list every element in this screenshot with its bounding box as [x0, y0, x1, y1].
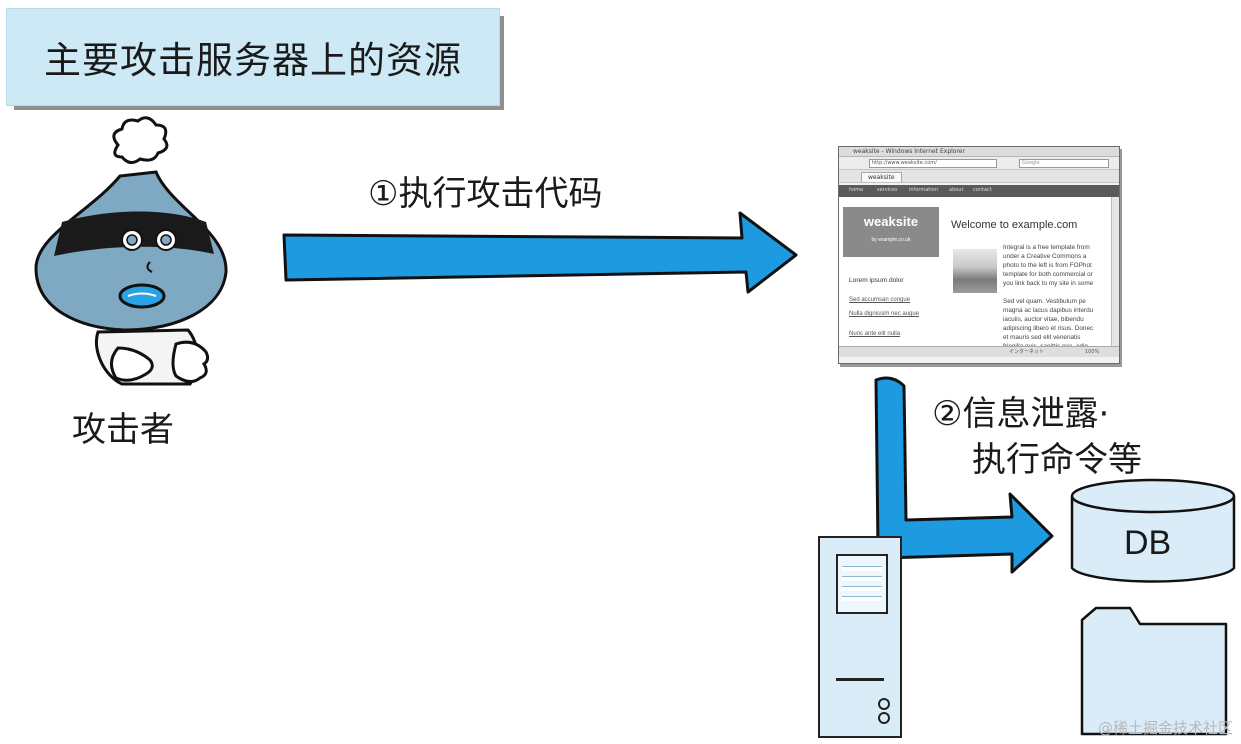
- db-label: DB: [1124, 524, 1171, 563]
- site-photo: [953, 249, 997, 293]
- browser-page-body: weaksite by example.co.uk Welcome to exa…: [839, 197, 1119, 357]
- browser-titlebar: weaksite - Windows Internet Explorer: [839, 147, 1119, 157]
- site-nav-item: services: [877, 187, 898, 193]
- site-logo-subtext: by example.co.uk: [843, 237, 939, 243]
- body-line: et mauris sed elit venenatis: [1003, 333, 1093, 342]
- browser-url-field: http://www.weaksite.com/: [869, 159, 997, 168]
- server-slot: [842, 576, 882, 581]
- server-slot: [842, 566, 882, 571]
- intro-line: under a Creative Commons a: [1003, 252, 1093, 261]
- browser-address-bar: http://www.weaksite.com/ Google: [839, 157, 1119, 170]
- body-line: adipiscing libero et risus. Donec: [1003, 324, 1093, 333]
- folder-icon: [1082, 608, 1226, 734]
- site-nav-item: information: [909, 187, 938, 193]
- status-zoom: 100%: [1085, 347, 1099, 357]
- step2-label-line2: 执行命令等: [972, 432, 1142, 481]
- body-line: Sed vel quam. Vestibulum pe: [1003, 297, 1093, 306]
- browser-scrollbar: [1111, 197, 1119, 357]
- site-sidebar-link: Nunc ante elit nulla: [849, 331, 900, 337]
- attacker-label: 攻击者: [72, 402, 174, 451]
- server-slot: [842, 596, 882, 601]
- step1-label: ①执行攻击代码: [368, 166, 602, 215]
- site-nav-item: contact: [973, 187, 992, 193]
- browser-tabbar: weaksite: [839, 170, 1119, 183]
- intro-line: template for both commercial or: [1003, 270, 1093, 279]
- server-slot: [842, 586, 882, 591]
- intro-line: photo to the left is from FOPhot: [1003, 261, 1093, 270]
- site-sidebar-link: Sed accumsan congue: [849, 297, 910, 303]
- browser-search-field: Google: [1019, 159, 1109, 168]
- browser-statusbar: インターネット 100%: [839, 346, 1119, 357]
- server-button: [878, 698, 890, 710]
- body-line: magna ac lacus dapibus interdu: [1003, 306, 1093, 315]
- site-welcome-heading: Welcome to example.com: [951, 219, 1077, 231]
- site-body-text: Sed vel quam. Vestibulum pe magna ac lac…: [1003, 297, 1093, 351]
- attacker-icon: [36, 118, 226, 384]
- attack-arrow: [284, 213, 796, 292]
- browser-tab: weaksite: [861, 172, 902, 182]
- browser-window: weaksite - Windows Internet Explorer htt…: [838, 146, 1120, 364]
- server-drive-bar: [836, 678, 884, 681]
- site-nav: home services information about contact: [839, 185, 1119, 197]
- body-line: iaculis, auctor vitae, bibendu: [1003, 315, 1093, 324]
- site-sidebar-link: Nulla dignissim nec augue: [849, 311, 919, 317]
- site-sidebar-heading: Lorem ipsum dolor: [849, 277, 904, 284]
- step2-label-line1: ②信息泄露·: [932, 386, 1109, 435]
- server-button: [878, 712, 890, 724]
- server-panel: [836, 554, 888, 614]
- site-nav-item: home: [849, 187, 863, 193]
- status-zone: インターネット: [1009, 347, 1044, 357]
- server-icon: [818, 536, 902, 738]
- intro-line: you link back to my site in some: [1003, 279, 1093, 288]
- site-nav-item: about: [949, 187, 963, 193]
- site-logo-text: weaksite: [864, 214, 918, 229]
- intro-line: Integral is a free template from: [1003, 243, 1093, 252]
- site-intro-text: Integral is a free template from under a…: [1003, 243, 1093, 288]
- site-logo: weaksite by example.co.uk: [843, 207, 939, 257]
- watermark: @稀土掘金技术社区: [1098, 717, 1233, 738]
